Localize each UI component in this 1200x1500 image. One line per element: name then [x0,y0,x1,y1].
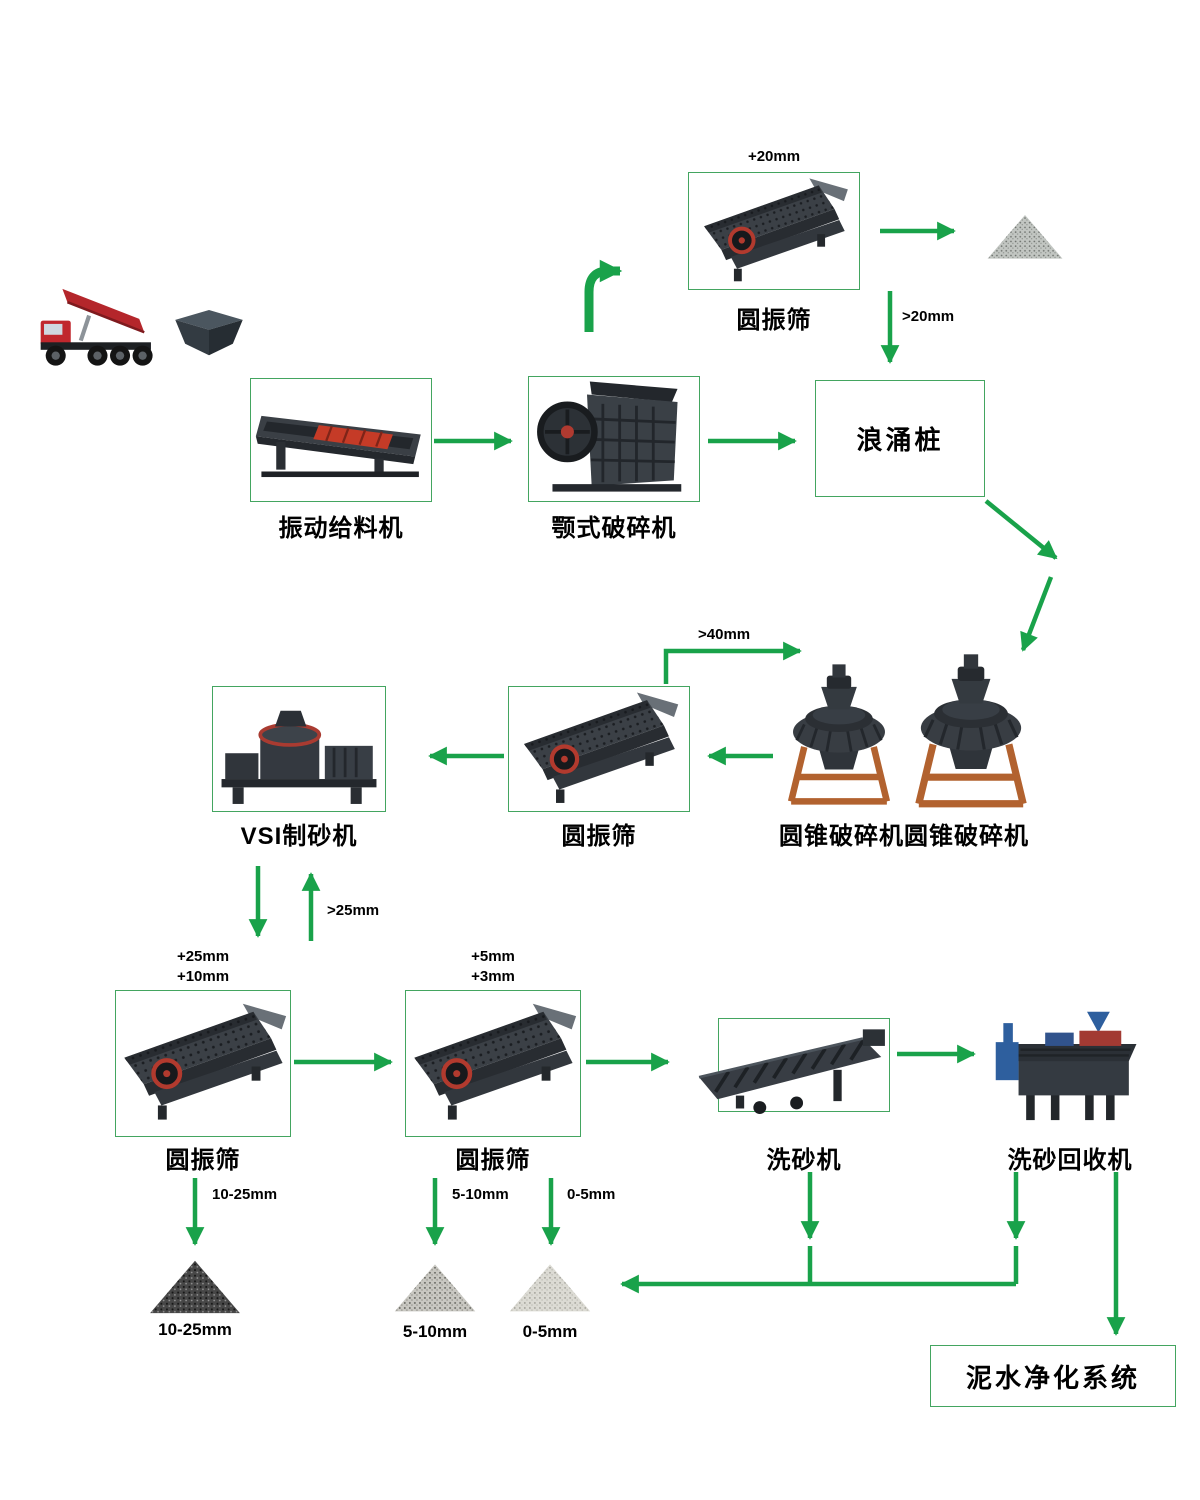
pile-5-10-label: 5-10mm [402,1322,468,1341]
sand-pile-icon [509,1264,591,1312]
gravel-pile-icon [394,1264,476,1312]
purifier-box: 泥水净化系统 [930,1345,1176,1407]
screen-b2-frame [405,990,581,1137]
gravel-pile-icon [987,214,1063,259]
vibrating-screen-icon [512,690,686,808]
vibrating-screen-icon [702,176,850,284]
sand-recycler-icon [995,1011,1137,1121]
screen-mid-label: 圆振筛 [561,823,637,850]
cone-crusher-icon [902,640,1040,814]
arrow-surge-to-cones [1020,576,1054,652]
flow-0-5-label: 0-5mm [567,1186,616,1203]
pile-10-25-label: 10-25mm [158,1320,232,1339]
jaw-crusher-label: 颚式破碎机 [551,515,677,542]
screen-b2-label: 圆振筛 [455,1147,531,1174]
flow-over20-label: >20mm [902,308,955,325]
jaw-crusher-icon [537,381,682,492]
jaw-crusher-frame [528,376,700,502]
washer-frame [718,1018,890,1112]
vibrating-feeder-icon [255,415,421,478]
vibrating-screen-icon [119,996,287,1130]
vibrating-screen-icon [409,996,577,1130]
vsi-sand-maker-icon [221,710,377,804]
screen-mid-frame [508,686,690,812]
screen-b1-frame [115,990,291,1137]
cone-crusher-icon [778,650,900,812]
hopper-icon [175,309,243,356]
arrow-jaw-to-top-screen [584,259,623,332]
purifier-label: 泥水净化系统 [965,1362,1140,1393]
screen-b1-label: 圆振筛 [165,1147,241,1174]
screen-top-tag: +20mm [747,148,801,165]
flow-over25-label: >25mm [327,902,380,919]
feeder-frame [250,378,432,502]
feeder-label: 振动给料机 [278,515,404,542]
dump-truck-icon [40,288,153,366]
screen-top-label: 圆振筛 [736,307,812,334]
vsi-label: VSI制砂机 [240,823,358,850]
recycler-label: 洗砂回收机 [1007,1147,1133,1174]
vsi-frame [212,686,386,812]
flow-10-25-label: 10-25mm [212,1186,278,1203]
cone-crushers-label: 圆锥破碎机圆锥破碎机 [779,823,1029,850]
sand-washer-icon [698,1029,885,1114]
surge-bin-box: 浪涌桩 [815,380,985,497]
pile-0-5-label: 0-5mm [522,1322,578,1341]
washer-label: 洗砂机 [766,1147,842,1174]
flow-over40-label: >40mm [698,626,751,643]
screen-b2-tag2: +3mm [471,968,515,985]
screen-top-frame [688,172,860,290]
flow-5-10-label: 5-10mm [452,1186,509,1203]
arrow-surge-down-1 [984,499,1058,560]
surge-bin-label: 浪涌桩 [856,425,944,455]
screen-b2-tag1: +5mm [471,948,515,965]
arrow-over40-return [663,641,802,684]
screen-b1-tag1: +25mm [176,948,230,965]
screen-b1-tag2: +10mm [176,968,230,985]
gravel-pile-icon [150,1260,240,1314]
